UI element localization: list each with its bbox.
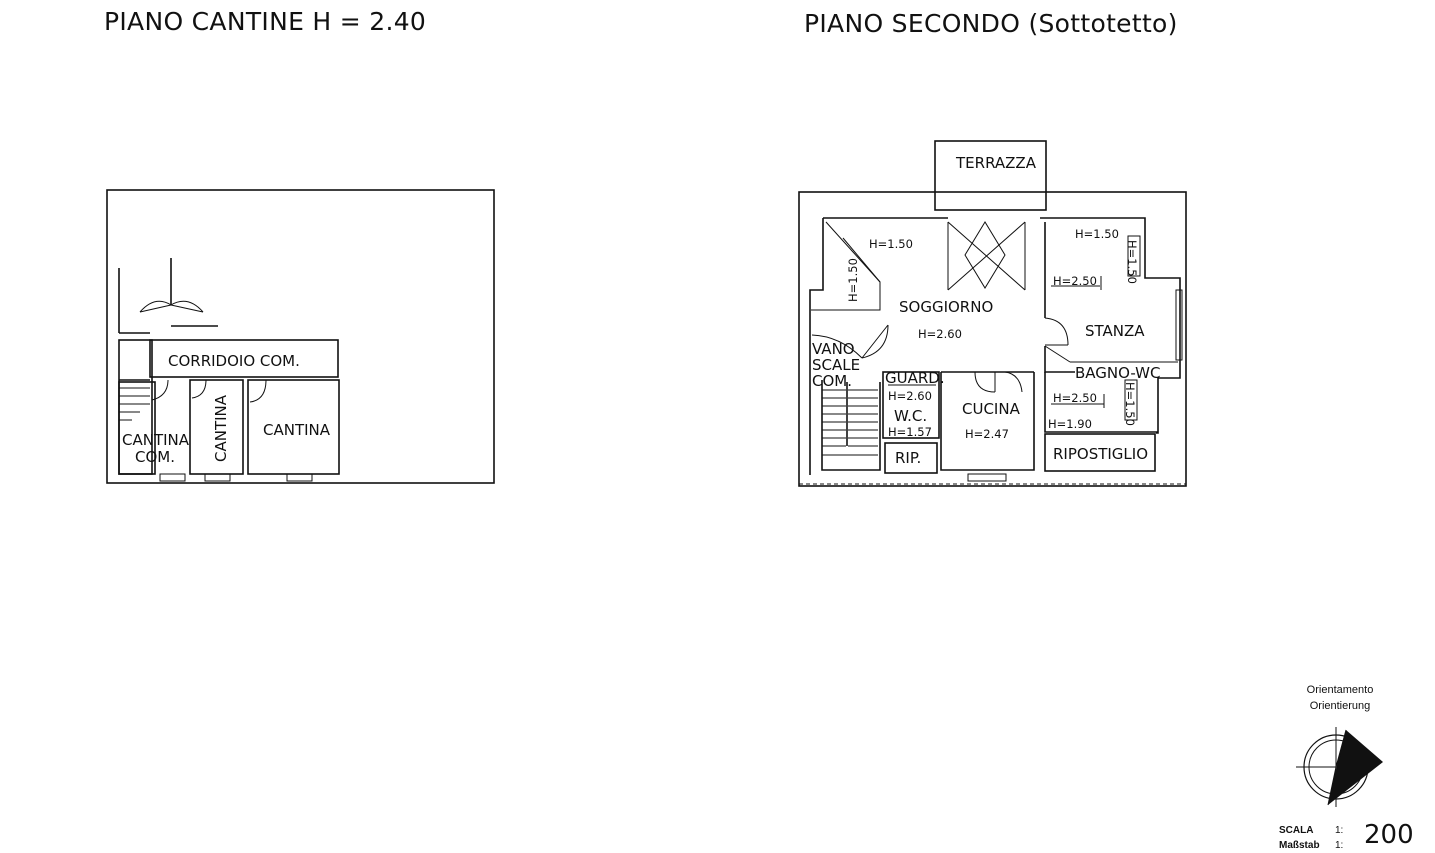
label-h-rip: H=1.90 — [1048, 417, 1092, 431]
label-com: COM. — [812, 372, 852, 390]
label-scale: SCALE — [812, 356, 860, 374]
terrazza — [934, 140, 1047, 211]
legend-block: Orientamento Orientierung SCALA 1: Maßst… — [1279, 684, 1414, 851]
label-scala: SCALA — [1279, 825, 1313, 836]
label-guard: GUARD. — [885, 369, 945, 387]
plan-piano-secondo: TERRAZZA SOGGIORNO H=2.60 STANZA BAGNO-W… — [798, 140, 1187, 487]
title-piano-secondo: PIANO SECONDO (Sottotetto) — [804, 9, 1178, 38]
label-wc-h-bottom: H=1.57 — [888, 425, 932, 439]
label-cantina: CANTINA — [263, 421, 331, 439]
label-terrazza: TERRAZZA — [955, 154, 1037, 172]
label-cucina-h: H=2.47 — [965, 427, 1009, 441]
rip-small — [884, 442, 938, 474]
label-h-right-top: H=1.50 — [1075, 227, 1119, 241]
label-h-left-vert: H=1.50 — [846, 258, 860, 302]
label-wc: W.C. — [894, 407, 927, 425]
label-h-bagno-vert: H=1.50 — [1123, 382, 1137, 426]
ripostiglio — [1044, 433, 1156, 472]
label-soggiorno-h: H=2.60 — [918, 327, 962, 341]
label-corridoio-com: CORRIDOIO COM. — [168, 352, 300, 370]
label-massstab-ratio: 1: — [1335, 840, 1343, 851]
label-stanza: STANZA — [1085, 322, 1145, 340]
cantine-outline — [106, 189, 495, 484]
wc-block — [882, 371, 940, 439]
label-rip: RIP. — [895, 449, 921, 467]
corridoio-com — [149, 339, 339, 378]
label-wc-h-top: H=2.60 — [888, 389, 932, 403]
label-vano: VANO — [812, 340, 855, 358]
label-h-right-vert: H=1.50 — [1125, 240, 1139, 284]
compass-icon — [1296, 727, 1383, 807]
stair-treads — [822, 389, 878, 447]
label-h-left-top: H=1.50 — [869, 237, 913, 251]
label-cantina-com-1: CANTINA — [122, 431, 190, 449]
secondo-outline — [798, 191, 1187, 487]
label-cantina-com-2: COM. — [135, 448, 175, 466]
label-h-bagno: H=2.50 — [1053, 391, 1097, 405]
label-scala-ratio: 1: — [1335, 825, 1343, 836]
label-bagno-wc: BAGNO-WC — [1075, 364, 1160, 382]
label-ripostiglio: RIPOSTIGLIO — [1053, 445, 1148, 463]
title-piano-cantine: PIANO CANTINE H = 2.40 — [104, 7, 426, 36]
label-soggiorno: SOGGIORNO — [899, 298, 993, 316]
plan-piano-cantine: CORRIDOIO COM. CANTINA COM. CANTINA CANT… — [106, 189, 495, 484]
label-cantina-vertical: CANTINA — [212, 394, 230, 462]
label-scale-value: 200 — [1364, 820, 1414, 850]
label-h-stanza: H=2.50 — [1053, 274, 1097, 288]
label-orientamento: Orientamento — [1307, 684, 1374, 696]
cantina-com — [118, 381, 156, 475]
label-cucina: CUCINA — [962, 400, 1021, 418]
label-massstab: Maßstab — [1279, 840, 1320, 851]
label-orientierung: Orientierung — [1310, 700, 1371, 712]
